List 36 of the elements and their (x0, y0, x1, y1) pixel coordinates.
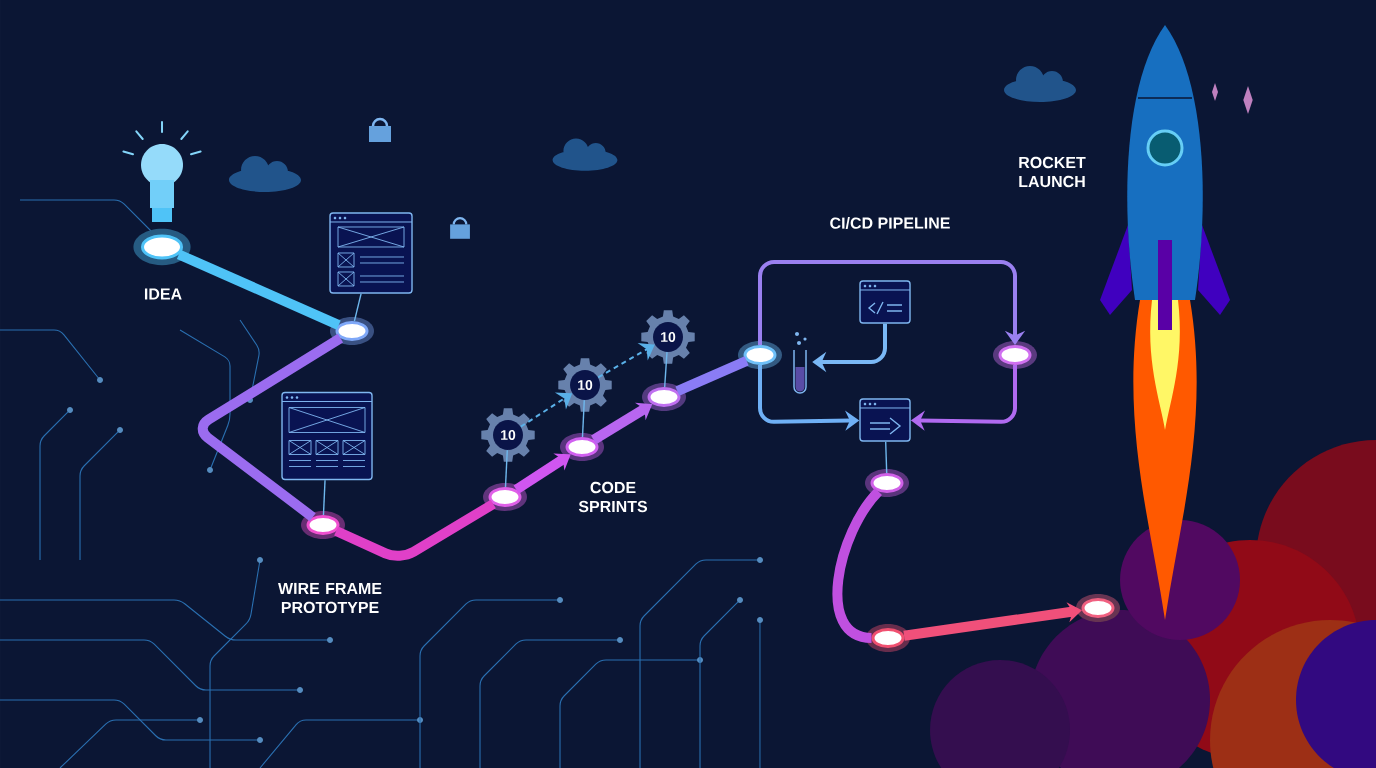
stage-label: WIRE FRAME PROTOTYPE (278, 582, 382, 614)
path-line (334, 499, 496, 561)
waypoint-marker (993, 341, 1037, 369)
gear-badge: 10 (558, 358, 612, 412)
stage-label: CODE SPRINTS (578, 481, 648, 513)
path-line (885, 441, 888, 474)
path-line (663, 351, 668, 388)
arrow (758, 260, 1026, 345)
wireframe-drawing (281, 391, 373, 481)
terminal-window-icon (859, 398, 911, 442)
waypoint-marker (738, 341, 782, 369)
waypoint-marker (483, 483, 527, 511)
path-line (322, 479, 326, 516)
stage-label: ROCKET LAUNCH (1019, 156, 1086, 188)
waypoint-marker (642, 383, 686, 411)
arrow (597, 342, 655, 379)
stage-label: IDEA (144, 288, 182, 300)
arrow (903, 602, 1082, 641)
path-line (581, 399, 585, 438)
path-line (504, 449, 508, 488)
arrow (513, 453, 571, 494)
path-line (176, 249, 341, 330)
waypoint-marker (866, 624, 910, 652)
stage-label: CI/CD PIPELINE (830, 217, 950, 229)
waypoint-marker (865, 469, 909, 497)
wireframe-drawing (329, 212, 413, 294)
path-line (675, 356, 749, 396)
waypoint-marker (1076, 594, 1120, 622)
gear-badge: 10 (641, 310, 695, 364)
gear-badge: 10 (481, 408, 535, 462)
waypoint-marker (560, 433, 604, 461)
path-line (353, 293, 362, 322)
waypoint-marker (330, 317, 374, 345)
test-tube-icon (793, 332, 807, 394)
path-line (197, 333, 344, 522)
code-window-icon (859, 280, 911, 324)
